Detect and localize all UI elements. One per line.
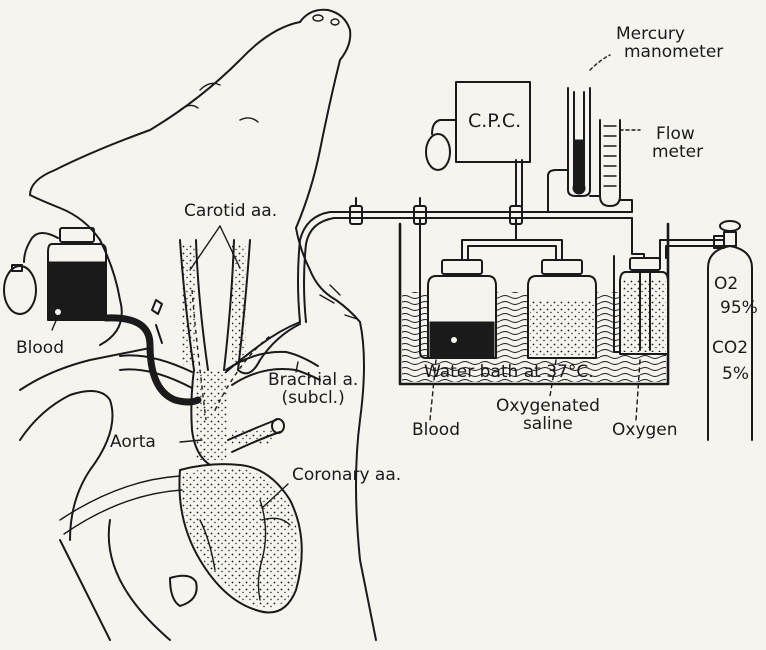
label-mercury-manometer: Mercury manometer [616, 26, 723, 62]
label-blood-left: Blood [16, 340, 64, 358]
label-cpc: C.P.C. [468, 112, 521, 132]
label-coronary: Coronary aa. [292, 467, 401, 485]
label-flow-line2: meter [652, 144, 703, 162]
label-water-bath: Water bath at 37°C. [424, 364, 594, 382]
label-brachial: Brachial a. (subcl.) [268, 372, 358, 408]
label-co2-percent: 5% [722, 366, 749, 384]
label-carotid: Carotid aa. [184, 203, 277, 221]
label-oxy-saline-line2: saline [496, 416, 600, 434]
label-oxygen: Oxygen [612, 422, 678, 440]
oxygen-bottle [620, 258, 668, 354]
flow-meter [590, 120, 640, 212]
label-oxygenated-saline: Oxygenated saline [496, 398, 600, 434]
label-o2: O2 [714, 276, 738, 294]
label-o2-percent: 95% [720, 300, 758, 318]
gas-cylinder [660, 221, 752, 440]
label-flow-meter: Flow meter [652, 126, 703, 162]
label-blood-bottle: Blood [412, 422, 460, 440]
saline-bottle [528, 260, 596, 358]
label-mercury-line2: manometer [616, 44, 723, 62]
label-co2: CO2 [712, 340, 748, 358]
blood-bottle [428, 260, 496, 358]
heart [60, 464, 302, 612]
label-brachial-line2: (subcl.) [268, 390, 358, 408]
label-aorta: Aorta [110, 434, 156, 452]
water-bath [400, 218, 668, 384]
left-blood-reservoir [4, 228, 198, 402]
